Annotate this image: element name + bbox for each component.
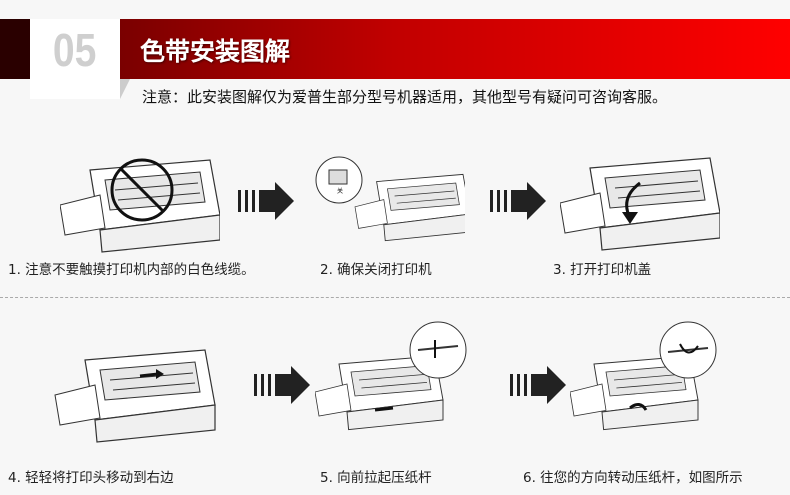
step-2-label: 2. 确保关闭打印机	[320, 262, 432, 278]
power-switch-label: 关	[337, 188, 344, 195]
section-number: 05	[53, 24, 97, 76]
section-divider	[0, 297, 790, 298]
step-4-illustration	[54, 349, 216, 443]
section-banner	[120, 19, 790, 79]
next-arrow-icon	[238, 182, 294, 220]
section-number-box: 05	[30, 19, 120, 99]
notice-text: 注意：此安装图解仅为爱普生部分型号机器适用，其他型号有疑问可咨询客服。	[142, 88, 668, 106]
step-5-label: 5. 向前拉起压纸杆	[320, 470, 432, 486]
step-2-illustration: 关	[315, 150, 465, 250]
step-6-illustration	[570, 321, 717, 431]
step-6-label: 6. 往您的方向转动压纸杆，如图所示	[523, 470, 743, 486]
step-1-illustration	[60, 158, 220, 253]
next-arrow-icon	[490, 182, 546, 220]
step-5-illustration	[315, 321, 467, 431]
step-3-label: 3. 打开打印机盖	[553, 262, 652, 278]
next-arrow-icon	[254, 366, 310, 404]
next-arrow-icon	[510, 366, 566, 404]
banner-left-block	[0, 19, 30, 79]
step-3-illustration	[560, 157, 720, 251]
section-title: 色带安装图解	[140, 37, 291, 66]
step-4-label: 4. 轻轻将打印头移动到右边	[8, 470, 174, 486]
banner-shadow	[120, 79, 130, 99]
step-1-label: 1. 注意不要触摸打印机内部的白色线缆。	[8, 262, 255, 278]
